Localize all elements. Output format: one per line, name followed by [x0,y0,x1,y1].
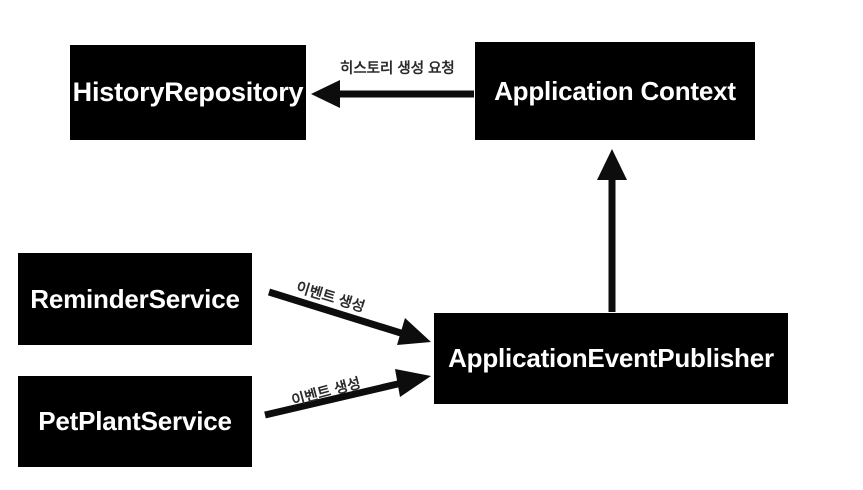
node-petplant-service-label: PetPlantService [38,406,232,437]
node-reminder-service[interactable]: ReminderService [18,253,252,345]
node-application-context-label: Application Context [494,75,736,106]
node-history-repository-label: HistoryRepository [72,76,304,107]
node-history-repository[interactable]: HistoryRepository [70,45,306,140]
node-reminder-service-label: ReminderService [30,283,240,314]
edge-application-context-to-history-repository [311,80,474,108]
edge-label-event-creation-petplant: 이벤트 생성 [290,375,363,410]
edge-application-event-publisher-to-application-context [597,149,627,312]
node-application-context[interactable]: Application Context [475,42,755,140]
edge-label-history-creation-request: 히스토리 생성 요청 [340,61,455,77]
node-application-event-publisher-label: ApplicationEventPublisher [448,343,774,374]
edge-label-event-creation-reminder: 이벤트 생성 [294,279,367,316]
node-application-event-publisher[interactable]: ApplicationEventPublisher [434,313,788,404]
node-petplant-service[interactable]: PetPlantService [18,376,252,467]
